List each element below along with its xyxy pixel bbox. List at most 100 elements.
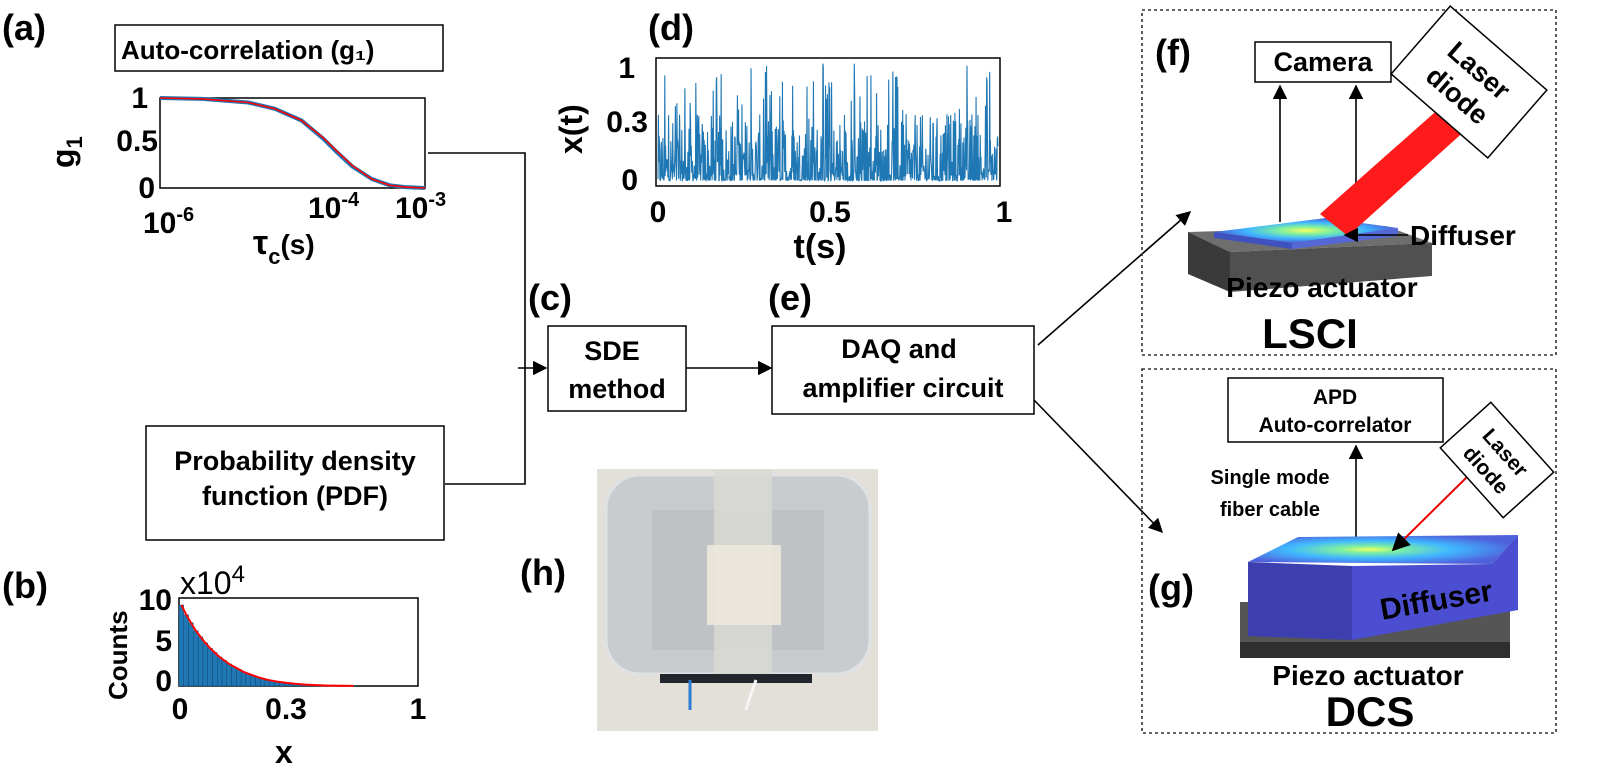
chart-b-bar [188, 622, 194, 687]
chart-a-ylabel: g1 [45, 136, 87, 168]
dcs-piezo-label: Piezo actuator [1272, 660, 1463, 691]
chart-b-bar [183, 614, 189, 687]
connector-a-pdf [428, 152, 526, 485]
chart-d-xlabel: t(s) [794, 228, 847, 266]
dcs-title: DCS [1326, 688, 1415, 735]
chart-b-bar [240, 671, 247, 687]
dcs-piezo-front [1240, 642, 1510, 658]
panel-label-g: (g) [1148, 567, 1194, 608]
chart-b-xtick-03: 0.3 [265, 693, 307, 726]
chart-a: 1 0.5 0 10-6 10-4 10-3 τc(s) g1 [45, 82, 446, 269]
chart-d-series [657, 63, 999, 183]
panel-label-f: (f) [1155, 32, 1191, 73]
chart-b-bar [231, 666, 237, 687]
chart-a-ytick-0: 0 [138, 172, 155, 205]
chart-b-bar [193, 630, 199, 687]
dcs-laser-beam [1391, 473, 1471, 552]
chart-b-bar [197, 636, 204, 687]
apd-label-line2: Auto-correlator [1259, 414, 1412, 437]
sde-label-line1: SDE [584, 336, 640, 366]
chart-a-ytick-1: 1 [131, 82, 148, 115]
dcs-diffuser-left [1248, 562, 1352, 640]
dcs-laser-diode: Laser diode [1439, 401, 1555, 519]
chart-b-bar [236, 669, 242, 687]
chart-b-xtick-0: 0 [172, 693, 189, 726]
lsci-laser-box [1390, 4, 1548, 160]
chart-b-ytick-10: 10 [139, 584, 172, 617]
panel-label-b: (b) [2, 565, 48, 606]
camera-box [1254, 41, 1392, 83]
fiber-label-line1: Single mode [1211, 467, 1330, 489]
chart-b-bar [245, 673, 251, 687]
dcs-diffuser-front [1352, 535, 1518, 640]
chart-b-bar [178, 604, 184, 687]
daq-box [771, 325, 1035, 415]
lsci-diffuser-label: Diffuser [1410, 220, 1516, 251]
lsci-laser-beam [1320, 98, 1478, 236]
arrow-daq-to-lsci [1037, 211, 1192, 346]
chart-d-ytick-1: 1 [618, 52, 635, 85]
chart-b-bar [202, 642, 208, 687]
chart-d-xtick-05: 0.5 [809, 196, 851, 229]
lsci-laser-diode: Laser diode [1390, 4, 1548, 160]
photo-white-wire [744, 679, 758, 711]
chart-a-xlabel: τc(s) [253, 224, 315, 269]
chart-b-bar [207, 647, 213, 687]
daq-label-line1: DAQ and [841, 334, 957, 364]
pdf-label-line1: Probability density [174, 446, 416, 476]
chart-b: 10 5 0 0 0.3 1 x Counts x104 [103, 561, 426, 770]
panel-label-h: (h) [520, 552, 566, 593]
photo-base [660, 674, 812, 683]
chart-b-bar [212, 652, 218, 687]
chart-a-xtick-1e-3: 10-3 [395, 189, 446, 225]
arrow-daq-to-dcs [1033, 399, 1164, 534]
panel-label-a: (a) [2, 7, 46, 48]
dcs-laser-box [1439, 401, 1555, 519]
chart-b-xlabel: x [275, 734, 293, 770]
lsci-title: LSCI [1262, 310, 1358, 357]
device-photo [597, 469, 878, 731]
chart-d-ytick-03: 0.3 [606, 106, 648, 139]
chart-d: 1 0.3 0 0 0.5 1 t(s) x(t) [553, 52, 1012, 266]
dcs-diffuser-top [1248, 535, 1518, 564]
lsci-piezo-label: Piezo actuator [1226, 272, 1417, 303]
chart-d-ytick-0: 0 [621, 164, 638, 197]
chart-b-bar [217, 656, 223, 687]
chart-b-ylabel: Counts [103, 610, 133, 700]
sde-box [547, 325, 687, 412]
chart-d-ylabel: x(t) [553, 104, 589, 154]
sde-label-line2: method [568, 374, 666, 404]
apd-label-line1: APD [1313, 386, 1357, 409]
chart-b-bar [221, 660, 228, 687]
panel-label-c: (c) [528, 277, 572, 318]
lsci-diffuser-left [1214, 232, 1292, 249]
pdf-label-line2: function (PDF) [202, 481, 388, 511]
pdf-box [145, 425, 445, 541]
chart-a-ytick-05: 0.5 [116, 125, 158, 158]
chart-b-fit-curve [180, 604, 354, 687]
autocorr-title: Auto-correlation (g₁) [121, 35, 374, 65]
apd-box [1227, 377, 1444, 443]
dcs-diffuser [1248, 535, 1518, 640]
dcs-frame [1141, 368, 1557, 734]
autocorr-title-box [114, 24, 444, 72]
fiber-label-line2: fiber cable [1220, 499, 1320, 521]
panel-label-d: (d) [648, 7, 694, 48]
chart-d-xtick-1: 1 [996, 196, 1013, 229]
photo-piezo [707, 545, 781, 625]
chart-a-xtick-1e-4: 10-4 [308, 189, 360, 225]
daq-label-line2: amplifier circuit [802, 373, 1003, 403]
chart-b-ytick-0: 0 [155, 665, 172, 698]
lsci-frame [1141, 9, 1557, 356]
chart-a-series-1 [159, 97, 426, 189]
panel-label-e: (e) [768, 277, 812, 318]
chart-b-bar [226, 663, 232, 687]
chart-a-xtick-1e-6: 10-6 [143, 204, 194, 240]
chart-b-xtick-1: 1 [410, 693, 427, 726]
chart-d-xtick-0: 0 [650, 196, 667, 229]
chart-a-axes [159, 97, 426, 189]
lsci-piezo-front [1230, 243, 1432, 292]
camera-label: Camera [1273, 47, 1373, 77]
chart-b-multiplier: x104 [180, 561, 245, 601]
